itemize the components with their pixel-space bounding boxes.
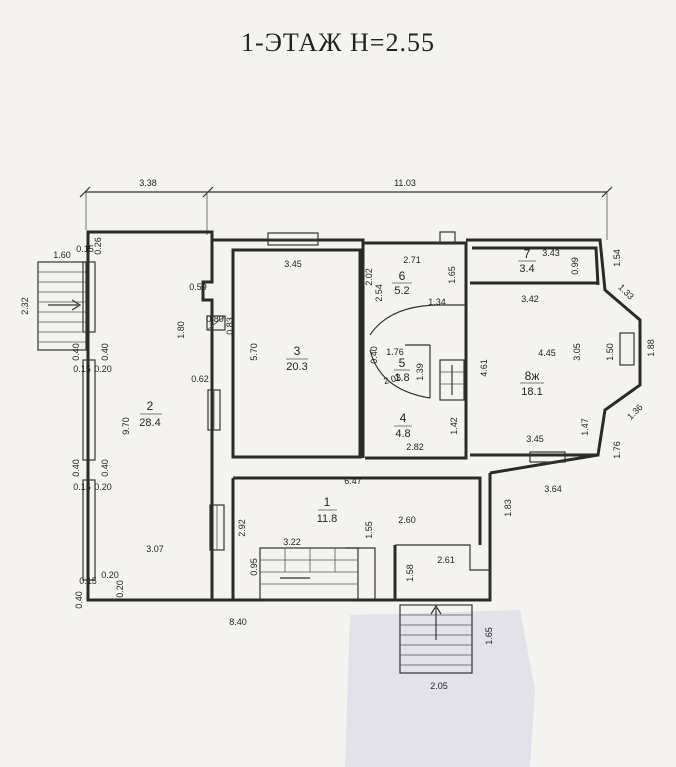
room-4-area: 4.8: [395, 428, 410, 440]
room-5-area: 1.8: [394, 372, 409, 384]
shadow-overlay: [345, 610, 535, 767]
dim-label: 1.80: [176, 321, 186, 339]
dim-label: 0.15: [79, 576, 97, 586]
chimney: [206, 315, 226, 331]
room-labels: 1 11.8 2 28.4 3 20.3 4 4.8 5 1.8 6 5.2 7…: [139, 247, 544, 525]
window-marks: [82, 231, 635, 581]
dim-label: 0.20: [94, 364, 112, 374]
dim-label: 2.54: [374, 284, 384, 302]
dim-label: 2.71: [403, 255, 421, 265]
dim-label: 3.45: [284, 259, 302, 269]
room-1-number: 1: [324, 495, 331, 509]
dim-label: 3.07: [146, 544, 164, 554]
dim-label: 1.76: [386, 347, 404, 357]
dim-label: 6.47: [344, 476, 362, 486]
room-6-area: 5.2: [394, 285, 409, 297]
dim-label: 0.59: [189, 282, 207, 292]
internal-stairs: [259, 547, 376, 601]
dim-label: 3.22: [283, 537, 301, 547]
room-5-number: 5: [399, 356, 406, 370]
dim-label: 1.42: [449, 417, 459, 435]
dim-label: 1.76: [612, 441, 622, 459]
dim-label: 5.70: [249, 343, 259, 361]
dim-label: 4.45: [538, 348, 556, 358]
room-2-area: 28.4: [139, 417, 160, 429]
dim-label: 1.83: [503, 499, 513, 517]
room-3-number: 3: [294, 344, 301, 358]
dim-label: 1.50: [605, 343, 615, 361]
dim-label: 1.54: [612, 249, 622, 267]
dim-label: 3.42: [521, 294, 539, 304]
dim-label: 0.95: [249, 558, 259, 576]
dim-label: 0.15: [73, 482, 91, 492]
dim-label: 2.32: [20, 297, 30, 315]
dim-label: 0.40: [369, 346, 379, 364]
dim-label: 2.82: [406, 442, 424, 452]
dim-label: 1.65: [484, 627, 494, 645]
dim-label: 1.58: [405, 564, 415, 582]
dim-label: 2.60: [398, 515, 416, 525]
dim-label: 1.65: [447, 266, 457, 284]
room-2-number: 2: [147, 399, 154, 413]
dim-label: 0.83: [225, 317, 235, 335]
dim-label: 2.05: [430, 681, 448, 691]
dim-label: 0.99: [570, 257, 580, 275]
dim-label: 1.60: [53, 250, 71, 260]
dim-label: 2.03: [382, 372, 402, 386]
dim-label: 1.88: [646, 339, 656, 357]
dim-label: 0.40: [100, 343, 110, 361]
curved-stair: [369, 304, 465, 401]
dim-label: 9.70: [121, 417, 131, 435]
dim-label: 1.34: [428, 297, 446, 307]
room-7-number: 7: [524, 247, 531, 261]
dim-label: 1.39: [415, 363, 425, 381]
dim-label: 3.05: [572, 343, 582, 361]
outer-walls: [86, 230, 642, 602]
room-4-number: 4: [400, 411, 407, 425]
dim-label: 2.02: [364, 268, 374, 286]
top-dimension-line: [79, 186, 613, 240]
dim-label: 0.80: [206, 314, 224, 324]
dimension-labels: 3.38 11.03 3.45 2.71 2.02 1.65 2.54 1.34…: [20, 178, 656, 691]
dim-label: 0.15: [73, 364, 91, 374]
dim-label: 3.43: [542, 248, 560, 258]
dim-label: 4.61: [479, 359, 489, 377]
room-7-area: 3.4: [519, 263, 534, 275]
dim-label: 3.64: [544, 484, 562, 494]
dim-label: 1.55: [364, 521, 374, 539]
dim-label: 0.26: [93, 237, 103, 255]
room-8-area: 18.1: [521, 386, 542, 398]
dim-label: 0.40: [71, 343, 81, 361]
dim-label: 0.62: [191, 374, 209, 384]
room-6-number: 6: [399, 269, 406, 283]
dim-label: 0.40: [74, 591, 84, 609]
floor-title: 1-ЭТАЖ Н=2.55: [241, 28, 435, 57]
dim-label: 0.15: [76, 244, 94, 254]
dim-label: 1.47: [580, 418, 590, 436]
dim-label: 0.40: [100, 459, 110, 477]
left-entry-stairs: [37, 261, 87, 351]
dim-label: 8.40: [229, 617, 247, 627]
dim-label: 3.45: [526, 434, 544, 444]
dim-label: 0.40: [71, 459, 81, 477]
dim-label: 3.38: [139, 178, 157, 188]
dim-label: 0.20: [101, 570, 119, 580]
room-1-area: 11.8: [317, 513, 338, 525]
dim-label: 11.03: [394, 178, 416, 188]
dim-label: 1.33: [616, 282, 635, 301]
dim-label: 2.92: [237, 519, 247, 537]
dim-label: 0.20: [94, 482, 112, 492]
room-3-area: 20.3: [286, 361, 307, 373]
dim-label: 2.61: [437, 555, 455, 565]
dim-label: 1.36: [625, 402, 644, 421]
bottom-entry-stairs: [395, 544, 491, 674]
room-8-number: 8ж: [525, 369, 540, 383]
dim-label: 0.20: [115, 580, 125, 598]
